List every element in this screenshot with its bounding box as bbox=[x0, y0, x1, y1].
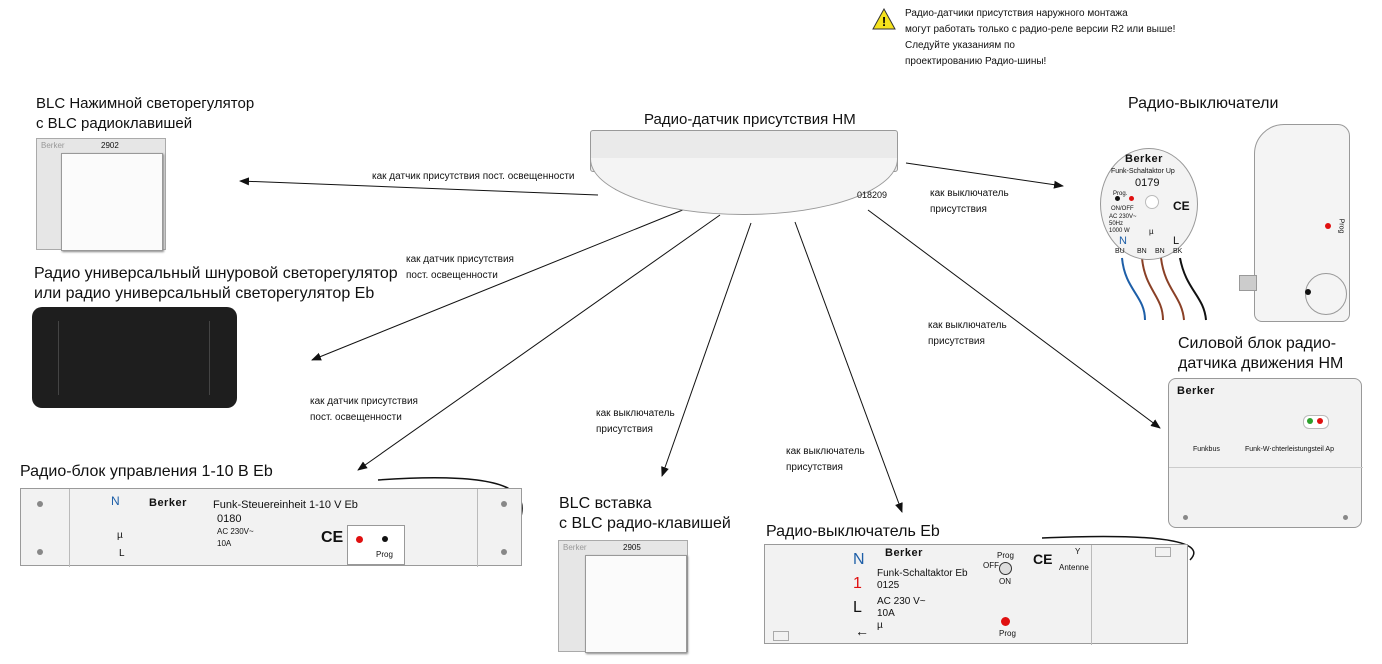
arrow-to-blc-insert bbox=[661, 222, 752, 477]
power-unit-title: Силовой блок радио-датчика движения HM bbox=[1178, 335, 1344, 372]
arrow-label-blc-dimmer: как датчик присутствия пост. освещенност… bbox=[372, 171, 575, 182]
switch-eb-device: N N 1 L ← Berker Funk-Schaltaktor Eb 012… bbox=[764, 544, 1188, 645]
arrow-to-blc-dimmer bbox=[239, 177, 599, 196]
power-unit-device: Berker Funkbus Funk-W⋅chterleistungsteil… bbox=[1168, 378, 1363, 528]
universal-dimmer-device bbox=[32, 307, 237, 408]
warning-text: Радио-датчики присутствия наружного монт… bbox=[905, 8, 1176, 67]
warning-icon: ! bbox=[872, 7, 896, 35]
arrow-to-universal-dimmer bbox=[311, 204, 696, 361]
arrow-to-radio-switches bbox=[905, 162, 1064, 189]
switch-eb-title: Радио-выключатель Eb bbox=[766, 523, 940, 540]
flush-switch-device: Berker Funk-Schaltaktor Up 0179 Prog. ON… bbox=[1100, 148, 1198, 260]
blc-dimmer-device: Berker 2902 bbox=[36, 138, 166, 251]
arrow-to-switch-eb bbox=[794, 221, 903, 513]
arrow-to-power-unit bbox=[867, 209, 1161, 429]
universal-dimmer-title: Радио универсальный шнуровой светорегуля… bbox=[34, 265, 398, 302]
sensor-title: Радио-датчик присутствия HM bbox=[644, 111, 856, 128]
control-unit-title: Радио-блок управления 1-10 В Eb bbox=[20, 463, 273, 480]
sensor-code: 018209 bbox=[857, 190, 888, 200]
blc-insert-device: Berker 2905 bbox=[558, 540, 688, 653]
svg-text:!: ! bbox=[882, 14, 886, 29]
plug-switch-device: Prog bbox=[1239, 124, 1350, 322]
radio-switches-title: Радио-выключатели bbox=[1128, 95, 1279, 112]
control-unit-device: N µ L Berker Funk-Steuereinheit 1-10 V E… bbox=[20, 488, 522, 567]
arrow-to-control-unit bbox=[357, 214, 721, 471]
presence-sensor bbox=[590, 130, 898, 215]
